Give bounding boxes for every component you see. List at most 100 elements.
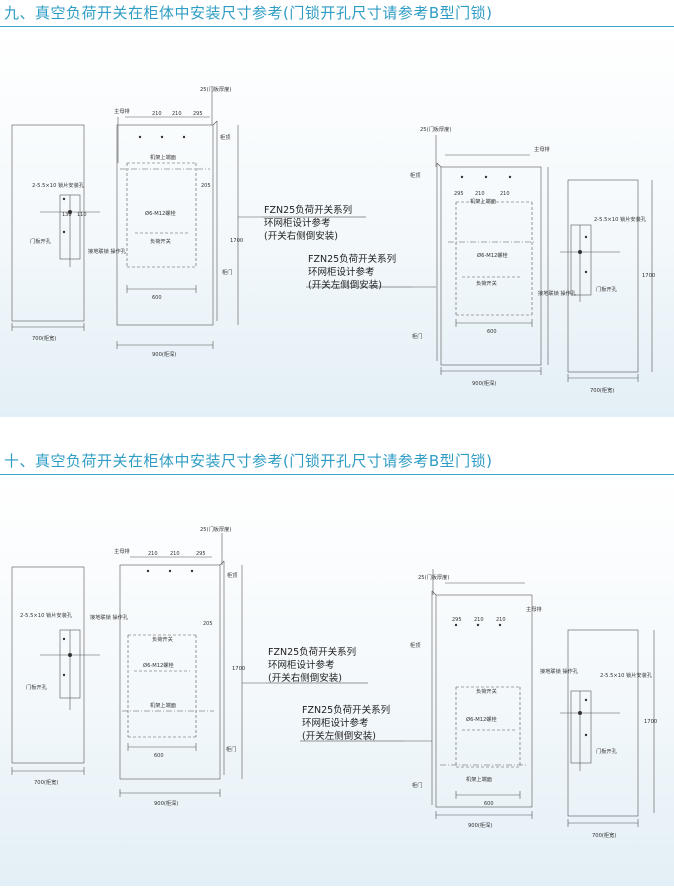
label-front-width: 700(柜宽) (32, 334, 56, 342)
label-main-busbar-b: 主母排 (534, 145, 550, 153)
label-ground-hole: 接地联锁 操作孔 (90, 613, 129, 621)
section-10-title: 十、真空负荷开关在柜体中安装尺寸参考(门锁开孔尺寸请参考B型门锁) (4, 452, 493, 470)
label-frame-top: 机架上端面 (150, 153, 176, 161)
label-door-thickness: 25(门板厚度) (200, 525, 231, 533)
label-bolt: Ø6-M12螺栓 (145, 209, 177, 217)
front-view-cabinet-left (11, 124, 85, 322)
dim-210-a: 210 (148, 551, 158, 557)
front-view-cabinet-right (567, 629, 639, 817)
dim-205: 205 (201, 183, 211, 189)
dim-110: 110 (77, 212, 87, 218)
label-cabinet-top: 柜顶 (227, 571, 237, 579)
caption-left-line2: 环网柜设计参考 (302, 717, 369, 729)
dim-130: 130 (62, 212, 72, 218)
dim-600-b: 600 (484, 801, 494, 807)
label-lock-hole: 2-5.5×10 锁片安装孔 (32, 181, 85, 189)
dim-210-b: 210 (172, 111, 182, 117)
dim-210-c: 210 (475, 191, 485, 197)
label-main-busbar: 主母排 (114, 107, 130, 115)
label-load-switch-b: 负荷开关 (476, 687, 497, 695)
dim-210-c: 210 (474, 617, 484, 623)
caption-right-line3: (开关右侧倒安装) (268, 672, 342, 684)
side-view-cabinet-right (435, 594, 533, 808)
label-ground-hole-b: 接地联锁 操作孔 (540, 667, 579, 675)
side-view-cabinet-left (116, 124, 214, 326)
section-10-header: 十、真空负荷开关在柜体中安装尺寸参考(门锁开孔尺寸请参考B型门锁) (0, 448, 674, 475)
label-ground-hole-b: 接地联锁 操作孔 (538, 289, 577, 297)
label-lock-hole-b: 2-5.5×10 锁片安装孔 (594, 215, 647, 223)
dim-295-b: 295 (452, 617, 462, 623)
front-view-cabinet-right (567, 179, 639, 373)
caption-left-line1: FZN25负荷开关系列 (302, 704, 390, 716)
dim-600: 600 (154, 753, 164, 759)
label-door-lock-hole-b: 门板开孔 (596, 747, 618, 755)
label-main-busbar-b: 主母排 (526, 605, 542, 613)
side-view-cabinet-right (440, 166, 542, 366)
dim-210-a: 210 (152, 111, 162, 117)
caption-left-line1: FZN25负荷开关系列 (308, 253, 396, 265)
label-cabinet-door: 柜门 (226, 745, 236, 753)
label-cabinet-top-b: 柜顶 (410, 641, 420, 649)
dim-295: 295 (193, 111, 203, 117)
dim-210-d: 210 (496, 617, 506, 623)
caption-right-line2: 环网柜设计参考 (268, 659, 335, 671)
label-cabinet-top-b: 柜顶 (410, 171, 420, 179)
caption-left-line3: (开关左侧倒安装) (308, 279, 382, 291)
label-bolt: Ø6-M12螺栓 (143, 661, 175, 669)
label-front-width-b: 700(柜宽) (590, 386, 614, 394)
label-door-thickness-b: 25(门板厚度) (420, 125, 451, 133)
label-height: 1700 (232, 666, 245, 672)
label-door-thickness-b: 25(门板厚度) (418, 573, 449, 581)
label-load-switch: 负荷开关 (150, 237, 171, 245)
dim-600-b: 600 (487, 329, 497, 335)
label-load-switch: 负荷开关 (152, 635, 173, 643)
label-side-width: 900(柜深) (152, 350, 176, 358)
label-ground-hole: 接地联锁 操作孔 (88, 247, 127, 255)
label-bolt-b: Ø6-M12螺栓 (466, 715, 498, 723)
caption-right-line2: 环网柜设计参考 (264, 217, 331, 229)
label-door-lock-hole: 门板开孔 (26, 683, 48, 691)
label-load-switch-b: 负荷开关 (476, 279, 497, 287)
label-front-width: 700(柜宽) (34, 778, 58, 786)
caption-right-line1: FZN25负荷开关系列 (268, 646, 356, 658)
section-10-drawing: 210 210 295 205 600 295 210 210 600 25(门… (11, 525, 657, 839)
side-view-cabinet-left (119, 564, 221, 780)
section-10-drawing-panel: 210 210 295 205 600 295 210 210 600 25(门… (0, 475, 674, 886)
label-frame-top: 机架上端面 (150, 701, 176, 709)
label-door-thickness: 25(门板厚度) (200, 85, 231, 93)
dim-205: 205 (203, 621, 213, 627)
section-9-header: 九、真空负荷开关在柜体中安装尺寸参考(门锁开孔尺寸请参考B型门锁) (0, 0, 674, 27)
front-view-cabinet-left (11, 566, 85, 764)
label-door-lock-hole-b: 门板开孔 (596, 285, 618, 293)
dim-210-b: 210 (170, 551, 180, 557)
label-side-width-b: 900(柜深) (468, 821, 492, 829)
dim-295: 295 (196, 551, 206, 557)
label-height: 1700 (230, 238, 243, 244)
caption-right-line3: (开关右侧倒安装) (264, 230, 338, 242)
label-height-b: 1700 (642, 273, 655, 279)
label-lock-hole-b: 2-5.5×10 锁片安装孔 (600, 671, 653, 679)
label-lock-hole: 2-5.5×10 锁片安装孔 (20, 611, 73, 619)
label-side-width-b: 900(柜深) (472, 379, 496, 387)
section-9-title: 九、真空负荷开关在柜体中安装尺寸参考(门锁开孔尺寸请参考B型门锁) (4, 4, 493, 22)
caption-right-line1: FZN25负荷开关系列 (264, 204, 352, 216)
label-main-busbar: 主母排 (114, 547, 130, 555)
label-cabinet-top: 柜顶 (220, 133, 230, 141)
section-9-drawing: 210 210 295 205 600 130 110 210 210 295 … (11, 85, 655, 394)
dim-600: 600 (152, 295, 162, 301)
label-cabinet-door-b: 柜门 (412, 781, 422, 789)
dim-295-b: 295 (454, 191, 464, 197)
label-cabinet-door-b: 柜门 (412, 332, 422, 340)
caption-left-line2: 环网柜设计参考 (308, 266, 375, 278)
label-frame-top-b: 机架上端面 (470, 197, 496, 205)
section-9-drawing-panel: 210 210 295 205 600 130 110 210 210 295 … (0, 27, 674, 417)
dim-210-d: 210 (500, 191, 510, 197)
label-bolt-b: Ø6-M12螺栓 (477, 251, 509, 259)
label-height-b: 1700 (644, 719, 657, 725)
label-cabinet-door: 柜门 (222, 268, 232, 276)
label-front-width-b: 700(柜宽) (592, 831, 616, 839)
label-side-width: 900(柜深) (154, 799, 178, 807)
label-door-lock-hole: 门板开孔 (30, 237, 52, 245)
caption-left-line3: (开关左侧倒安装) (302, 730, 376, 742)
label-frame-top-b: 机架上端面 (466, 775, 492, 783)
